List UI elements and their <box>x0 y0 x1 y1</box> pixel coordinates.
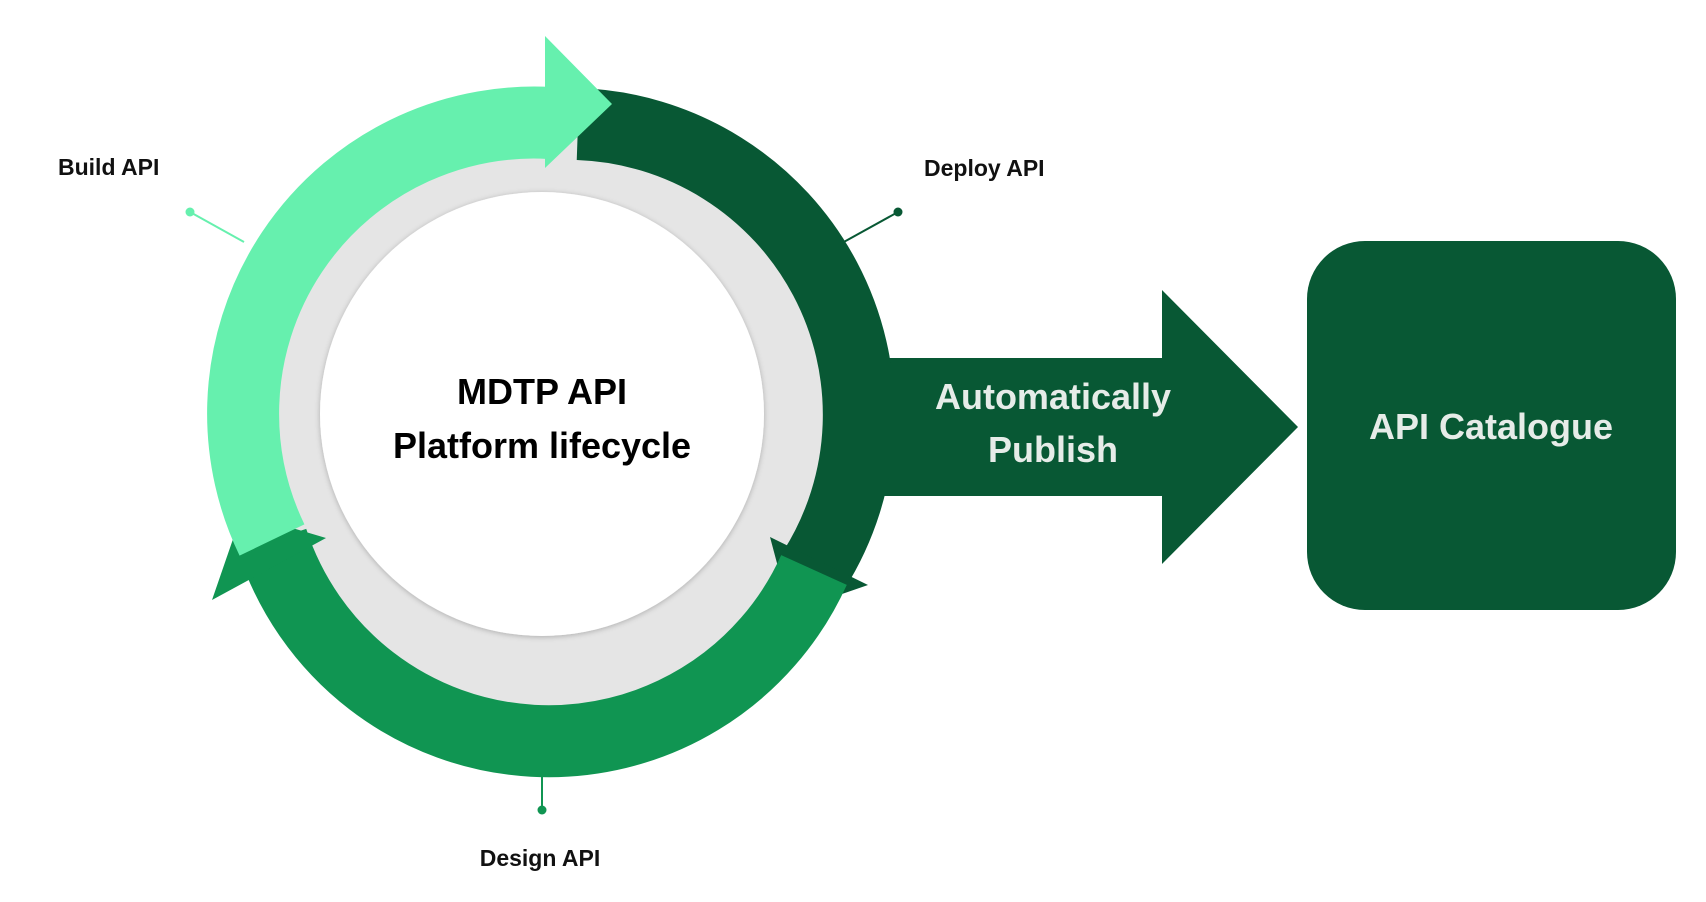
deploy-leader <box>841 207 903 244</box>
stage-label-deploy: Deploy API <box>924 155 1045 181</box>
center-title-line2: Platform lifecycle <box>393 425 691 466</box>
stage-label-build: Build API <box>58 154 159 180</box>
center-title-line1: MDTP API <box>457 371 627 412</box>
catalogue-label: API Catalogue <box>1369 406 1613 447</box>
publish-arrow-line2: Publish <box>988 429 1118 470</box>
build-leader <box>185 207 245 243</box>
publish-arrow-line1: Automatically <box>935 376 1171 417</box>
catalogue-box <box>1307 241 1676 610</box>
publish-arrow <box>820 290 1298 564</box>
build-arc <box>207 36 612 556</box>
center-circle <box>320 192 764 636</box>
design-leader <box>537 756 547 815</box>
stage-label-design: Design API <box>480 845 601 871</box>
